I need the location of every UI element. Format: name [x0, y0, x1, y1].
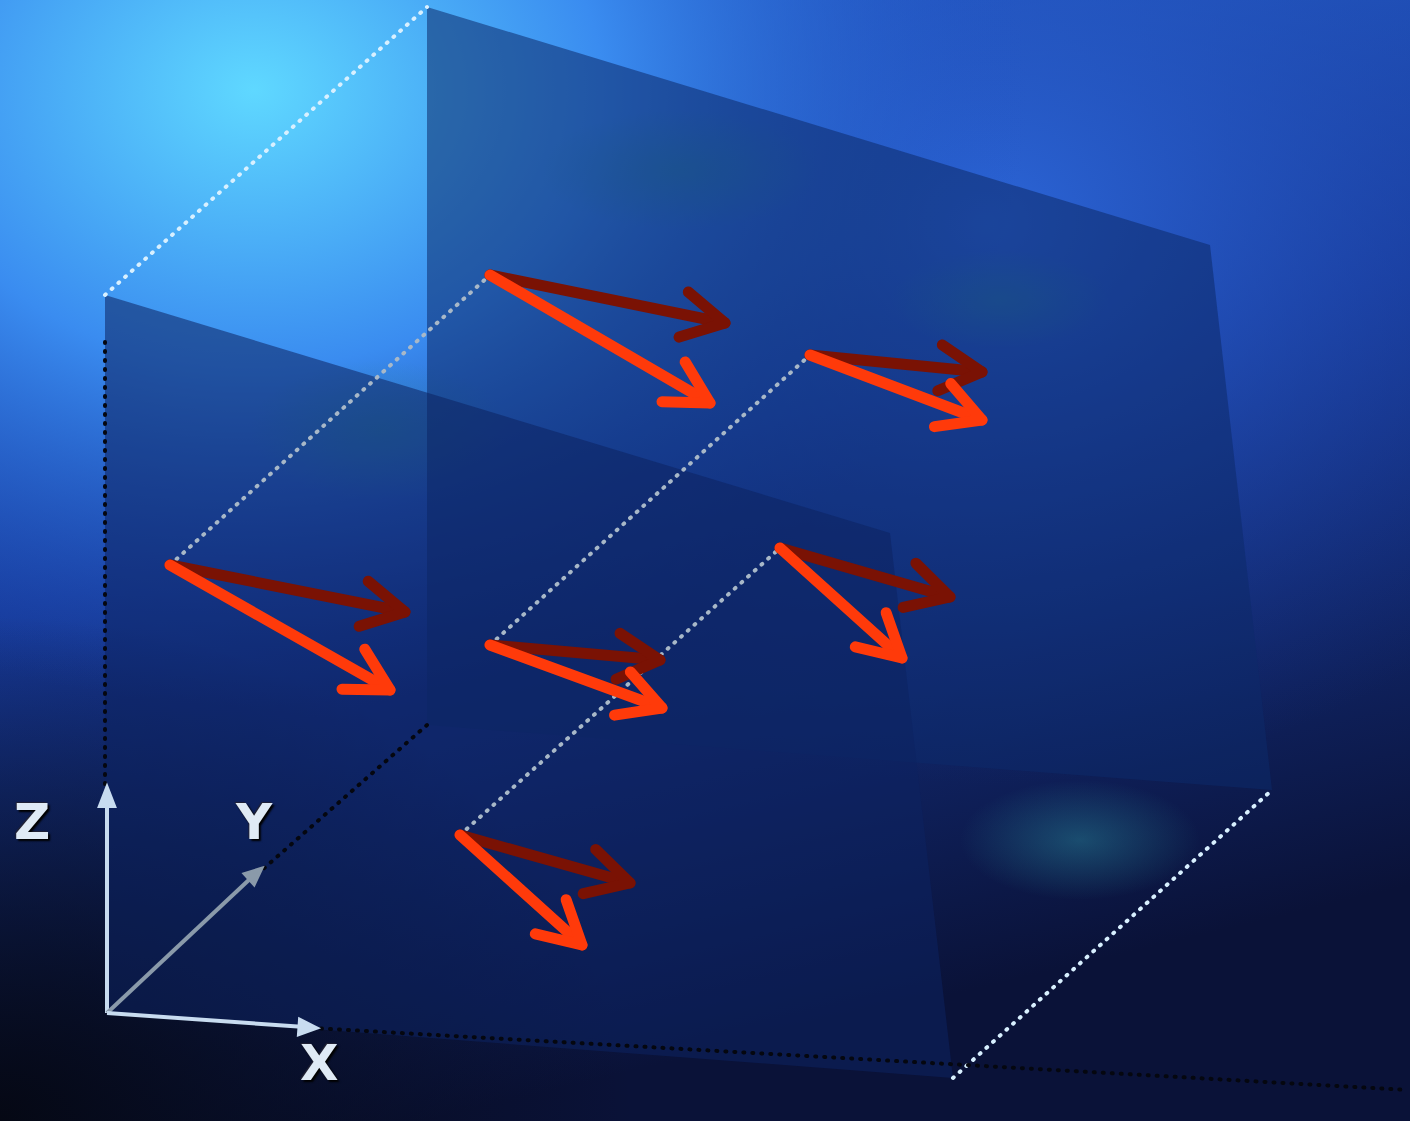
- arrow-head: [855, 613, 902, 658]
- field-arrow: [170, 565, 390, 690]
- field-arrow: [490, 275, 710, 403]
- axis-head: [100, 788, 114, 806]
- dotted-edge: [103, 342, 107, 790]
- arrow-head: [903, 563, 950, 607]
- arrow-head: [583, 849, 630, 893]
- arrow-head: [938, 345, 982, 391]
- arrow-head: [359, 581, 405, 626]
- arrow-head: [679, 292, 725, 337]
- z-axis: [105, 800, 109, 1013]
- axis-label: Y: [236, 797, 272, 847]
- dotted-edge: [262, 725, 427, 870]
- field-arrow: [460, 835, 582, 945]
- arrow-head: [662, 362, 710, 403]
- dotted-edge: [312, 1028, 1408, 1090]
- arrow-head: [342, 649, 390, 690]
- field-arrow: [780, 548, 902, 658]
- arrow-head: [934, 384, 982, 427]
- dotted-guide: [170, 275, 490, 565]
- dotted-edge: [953, 790, 1272, 1078]
- axis-head: [245, 869, 261, 884]
- x-axis: [107, 1013, 305, 1027]
- axis-head: [299, 1020, 316, 1034]
- axis-label: X: [300, 1038, 339, 1088]
- axis-label: Z: [14, 797, 50, 847]
- arrow-head: [615, 672, 662, 715]
- y-axis: [107, 877, 252, 1013]
- wave-plane: [105, 295, 953, 1078]
- dotted-guide: [460, 548, 780, 835]
- dotted-edge: [105, 7, 427, 295]
- dotted-guide: [490, 355, 810, 645]
- arrow-head: [535, 900, 582, 945]
